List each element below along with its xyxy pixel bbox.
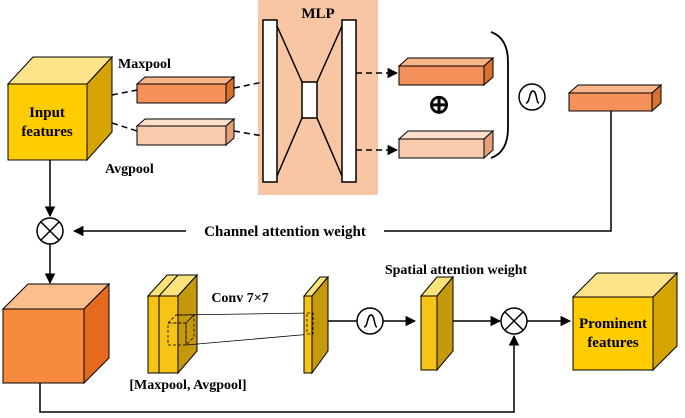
avgpool-label: Avgpool [105,162,154,177]
feature-bypass-path [39,334,520,413]
prominent-features-label-1: Prominent [579,316,647,332]
maxpool-label: Maxpool [118,57,171,72]
multiply-icon-2 [500,307,528,335]
pooled-maps [146,273,199,375]
sigmoid-icon [518,83,546,111]
prominent-features-cube: Prominent features [571,271,679,372]
conv-output-map [302,275,330,375]
input-features-label-1: Input [29,105,65,121]
channel-attention-vector [567,83,663,113]
channel-attention-weight-label: Channel attention weight [204,224,366,240]
conv-label: Conv 7×7 [211,291,268,306]
spatial-sigmoid-icon [356,307,384,335]
mlp-output-avg [397,129,495,160]
brace [490,31,509,159]
mlp-title: MLP [301,6,334,22]
maxpool-vector [135,75,236,105]
refined-feature-cube [1,282,111,385]
avgpool-vector [135,117,236,147]
prominent-features-label-2: features [587,335,639,351]
spatial-attention-map [419,275,455,372]
pooled-maps-label: [Maxpool, Avgpool] [129,378,246,393]
multiply-icon [36,217,64,245]
input-features-label-2: features [21,124,73,140]
add-symbol-icon: ⊕ [428,90,450,119]
mlp-background [258,0,378,195]
mlp-output-max [397,56,495,87]
mlp-network [262,19,357,183]
spatial-attention-weight-label: Spatial attention weight [385,263,528,278]
input-features-cube: Input features [6,55,114,162]
